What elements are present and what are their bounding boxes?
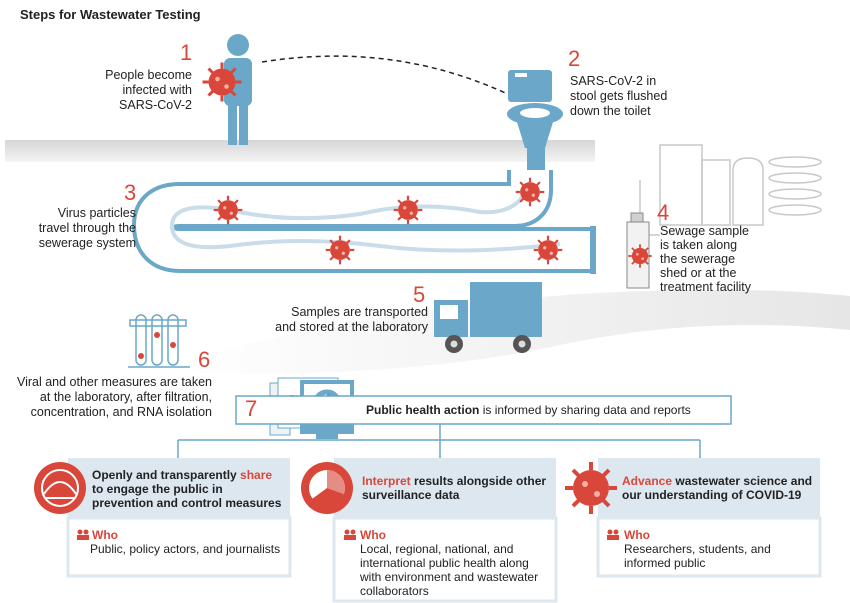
test-tubes-icon <box>128 314 190 368</box>
outcome-share-who-text: Public, policy actors, and journalists <box>90 542 281 556</box>
step-6-number: 6 <box>198 347 211 372</box>
page-title: Steps for Wastewater Testing <box>20 7 201 22</box>
people-icons <box>77 529 619 540</box>
step-4-number: 4 <box>657 200 670 225</box>
step-5-number: 5 <box>413 282 426 307</box>
step-2-number: 2 <box>568 46 581 71</box>
truck-icon <box>434 282 542 353</box>
outcome-share-who-label: Who <box>92 528 118 542</box>
outcome-panels <box>66 458 822 603</box>
toilet-icon <box>507 70 563 148</box>
transmission-dashed-line <box>261 55 521 101</box>
step-3-number: 3 <box>124 180 137 205</box>
step-7-box <box>235 395 732 425</box>
pie-chart-icon <box>301 462 353 514</box>
outcome-interpret-who-label: Who <box>360 528 386 542</box>
step-7-caption: Public health action is informed by shar… <box>366 403 691 417</box>
treatment-facility-icon <box>639 144 822 236</box>
step-1-number: 1 <box>180 40 193 65</box>
outcome-advance-who-label: Who <box>624 528 650 542</box>
outcome-share-heading: Openly and transparently share to engage… <box>92 468 282 510</box>
step-7-number: 7 <box>245 396 258 421</box>
share-icon <box>34 462 86 514</box>
ground-band <box>5 140 595 162</box>
connector-lines <box>177 424 701 458</box>
